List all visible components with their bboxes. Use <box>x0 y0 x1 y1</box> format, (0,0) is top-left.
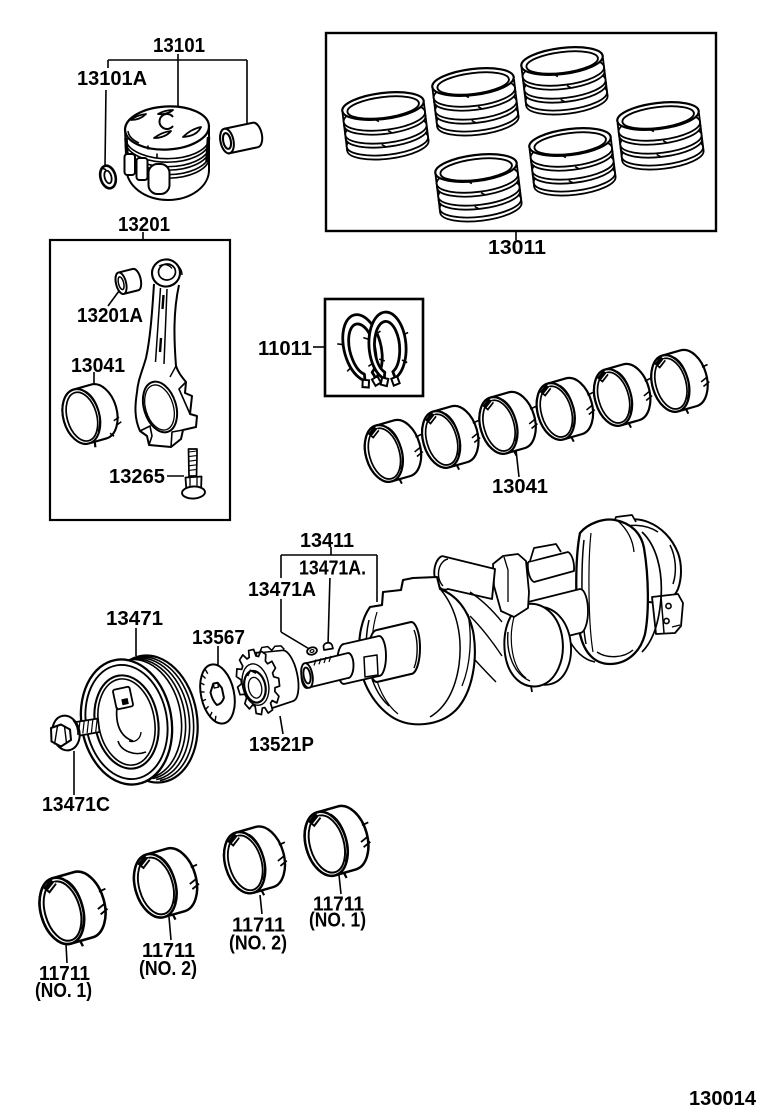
svg-text:130014: 130014 <box>689 1088 757 1110</box>
svg-text:11711: 11711 <box>313 894 364 916</box>
svg-text:13521P: 13521P <box>249 734 314 756</box>
svg-text:13011: 13011 <box>488 237 546 259</box>
svg-text:(NO. 2): (NO. 2) <box>229 933 287 955</box>
svg-text:13411: 13411 <box>300 530 354 552</box>
svg-text:13201: 13201 <box>118 214 170 236</box>
svg-text:13471A.: 13471A. <box>299 558 366 580</box>
svg-text:(NO. 1): (NO. 1) <box>309 910 366 932</box>
svg-text:13567: 13567 <box>192 627 245 649</box>
svg-text:(NO. 2): (NO. 2) <box>139 958 197 980</box>
svg-text:13041: 13041 <box>71 355 125 377</box>
svg-text:13041: 13041 <box>492 476 548 498</box>
svg-text:(NO. 1): (NO. 1) <box>35 980 92 1002</box>
svg-text:13471: 13471 <box>106 608 163 630</box>
svg-text:13201A: 13201A <box>77 305 143 327</box>
svg-text:11711: 11711 <box>142 940 195 962</box>
svg-text:13101: 13101 <box>153 35 205 57</box>
svg-text:11011: 11011 <box>258 338 312 360</box>
svg-text:13101A: 13101A <box>77 68 147 90</box>
svg-text:11711: 11711 <box>39 963 90 985</box>
svg-text:13471A: 13471A <box>248 579 316 601</box>
svg-text:11711: 11711 <box>232 915 285 937</box>
svg-text:13265: 13265 <box>109 466 165 488</box>
svg-text:13471C: 13471C <box>42 794 110 816</box>
